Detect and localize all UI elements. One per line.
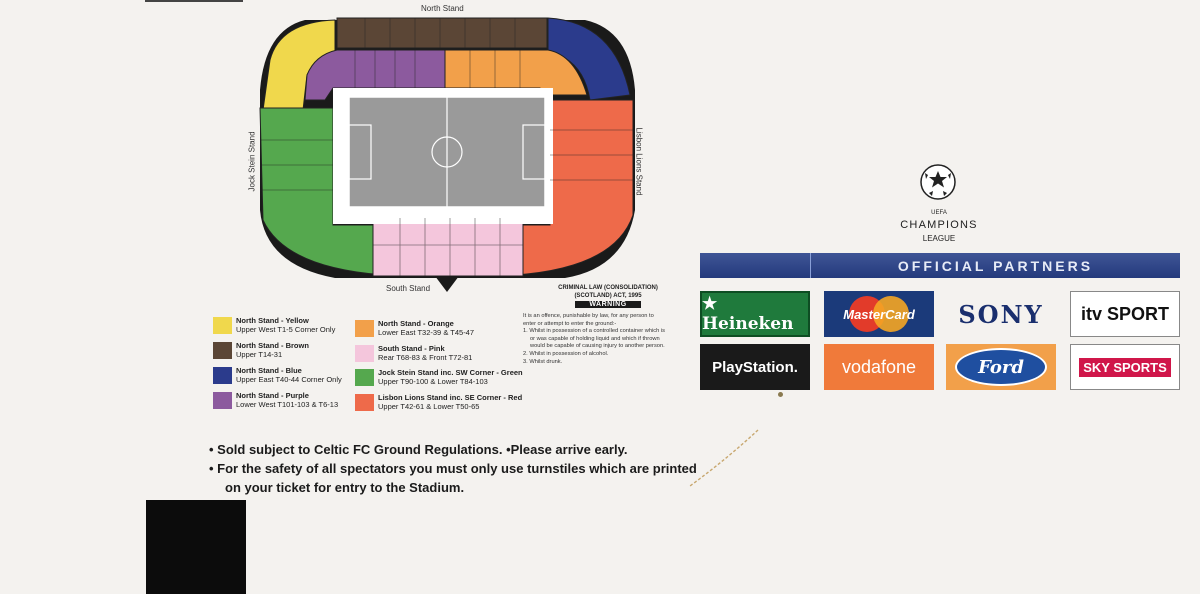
law-title-2: (SCOTLAND) ACT, 1995 (574, 293, 642, 299)
law-warning: CRIMINAL LAW (CONSOLIDATION) (SCOTLAND) … (523, 284, 693, 366)
warning-badge: WARNING (575, 301, 641, 308)
mastercard-circles-icon (849, 296, 909, 332)
law-line: 1. Whilst in possession of a controlled … (523, 328, 665, 335)
legend-swatch (213, 367, 232, 384)
south-stand-label: South Stand (386, 284, 431, 293)
small-dot (778, 392, 783, 397)
legend-swatch (355, 369, 374, 386)
ucl-league-text: LEAGUE (922, 234, 956, 243)
ucl-champions-text: CHAMPIONS (900, 219, 978, 231)
legend-item: Jock Stein Stand inc. SW Corner - Green … (355, 367, 523, 389)
east-stand-label: Lisbon Lions Stand (634, 127, 644, 196)
starball-icon (920, 164, 956, 200)
mastercard-logo: MasterCard (824, 291, 934, 337)
legend-item: Lisbon Lions Stand inc. SE Corner - Red … (355, 392, 522, 414)
ford-oval: Ford (955, 348, 1047, 386)
law-line: would be capable of causing injury to an… (530, 343, 665, 350)
section-blue (547, 17, 631, 101)
sky-sports-logo: SKY SPORTS (1070, 344, 1180, 390)
black-block (146, 500, 246, 594)
note-line: on your ticket for entry to the Stadium. (225, 480, 465, 495)
pen-mark (689, 429, 759, 487)
legend-swatch (213, 392, 232, 409)
law-line: or was capable of holding liquid and whi… (530, 335, 660, 342)
ford-logo: Ford (946, 344, 1056, 390)
vodafone-logo: vodafone (824, 344, 934, 390)
legend-item: North Stand - Blue Upper East T40-44 Cor… (213, 365, 363, 387)
legend-swatch (355, 394, 374, 411)
legend-item: South Stand - Pink Rear T68-83 & Front T… (355, 343, 505, 365)
legend-item: North Stand - Orange Lower East T32-39 &… (355, 318, 505, 340)
section-brown (336, 17, 548, 49)
legend-swatch (213, 317, 232, 334)
top-edge-line (145, 0, 243, 2)
law-title-1: CRIMINAL LAW (CONSOLIDATION) (558, 285, 658, 291)
legend-swatch (355, 320, 374, 337)
itv-sport-logo: itv SPORT (1070, 291, 1180, 337)
legend-swatch (355, 345, 374, 362)
playstation-logo: PlayStation. (700, 344, 810, 390)
heineken-logo: ★ Heineken (700, 291, 810, 337)
stadium-map (245, 0, 655, 300)
official-partners-heading: OFFICIAL PARTNERS (810, 253, 1180, 278)
note-line: • Sold subject to Celtic FC Ground Regul… (209, 442, 628, 457)
ucl-logo: UEFA CHAMPIONS LEAGUE (885, 163, 993, 248)
note-line: • For the safety of all spectators you m… (209, 461, 697, 476)
law-line: 3. Whilst drunk. (523, 358, 563, 365)
law-line: It is an offence, punishable by law, for… (523, 313, 654, 319)
legend-item: North Stand - Brown Upper T14-31 (213, 340, 363, 362)
stadium-map-graphic (259, 17, 635, 292)
law-line: 2. Whilst in possession of alcohol. (523, 350, 609, 357)
legend-swatch (213, 342, 232, 359)
west-stand-label: Jock Stein Stand (247, 131, 257, 192)
ucl-uefa-text: UEFA (931, 210, 947, 216)
section-pink (372, 217, 524, 277)
ticket-notes: • Sold subject to Celtic FC Ground Regul… (209, 440, 709, 497)
sony-logo: SONY (958, 299, 1044, 329)
north-stand-label: North Stand (421, 4, 464, 13)
law-line: enter or attempt to enter the ground:- (523, 320, 617, 327)
legend-item: North Stand - Purple Lower West T101-103… (213, 390, 363, 412)
legend-item: North Stand - Yellow Upper West T1-5 Cor… (213, 315, 363, 337)
official-partners-bar: OFFICIAL PARTNERS (700, 253, 1180, 278)
south-entrance-marker (435, 276, 459, 292)
